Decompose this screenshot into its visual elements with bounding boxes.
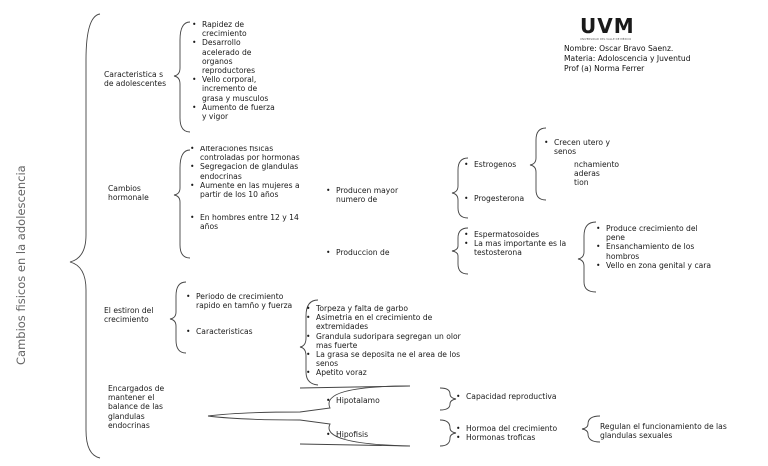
regulan-text: Regulan el funcionamiento de las glandul… (600, 422, 727, 441)
caracteristicas-list: Rapidez de crecimiento Desarrollo aceler… (192, 20, 280, 121)
list-item: En hombres entre 12 y 14 años (190, 213, 310, 231)
list-item: Desarrollo acelerado de organos reproduc… (192, 38, 280, 75)
encargados-label: Encargados de mantener el balance de las… (108, 384, 165, 430)
list-item: Hormoa del crecimiento (456, 424, 580, 433)
list-item: Capacidad reproductiva (456, 392, 576, 401)
list-item: Alteraciones fisicas controladas por hor… (190, 146, 310, 162)
main-title: Cambios fisicos en la adolescencia (14, 165, 28, 365)
capacidad-list: Capacidad reproductiva (456, 392, 576, 401)
list-item: Progesterona (464, 194, 544, 203)
list-item: La mas importante es la testosterona (464, 239, 576, 257)
estiron-list: Periodo de crecimiento rapido en tamño y… (186, 292, 302, 337)
hipofisis-list: Hipofisis (326, 430, 406, 439)
list-item: Producen mayor numero de (326, 186, 426, 204)
ensanchamiento-partial: nchamiento aderas tion (574, 160, 620, 188)
list-item: Segregacion de glandulas endocrinas (190, 162, 310, 180)
list-item: Vello en zona genital y cara (596, 261, 712, 270)
list-item: Produce crecimiento del pene (596, 224, 712, 242)
list-item: Periodo de crecimiento rapido en tamño y… (186, 292, 302, 310)
list-item: Rapidez de crecimiento (192, 20, 280, 38)
logo-tagline: UNIVERSIDAD DEL VALLE DE MÉXICO (580, 38, 632, 41)
list-item: Caracteristicas (186, 327, 302, 336)
list-item: Apetito voraz (306, 368, 474, 377)
list-item: Grandula sudoripara segregan un olor mas… (306, 332, 474, 350)
uvm-logo: UVM UNIVERSIDAD DEL VALLE DE MÉXICO (580, 14, 635, 41)
espermatozoides-list: Espermatosoides La mas importante es la … (464, 230, 576, 258)
estiron-characteristics: Torpeza y falta de garbo Asimetria en el… (306, 304, 474, 378)
hormonas-list: Hormoa del crecimiento Hormonas troficas (456, 424, 580, 443)
list-item: Ensanchamiento de los hombros (596, 242, 712, 260)
author-info: Nombre: Oscar Bravo Saenz. Materia: Adol… (564, 44, 764, 74)
produccion-list: Produccion de (326, 248, 426, 257)
list-item: Vello corporal, incremento de grasa y mu… (192, 75, 280, 103)
info-subject: Materia: Adoloscencia y Juventud (564, 54, 691, 63)
list-item: Asimetria en el crecimiento de extremida… (306, 313, 474, 331)
caracteristicas-label: Caracteristica s de adolescentes (104, 70, 167, 89)
cambios-label: Cambios hormonale (108, 184, 149, 203)
list-item: Hormonas troficas (456, 433, 580, 442)
list-item: Estrogenos (464, 160, 544, 169)
list-item: Aumente en las mujeres a partir de los 1… (190, 181, 310, 199)
list-item: Aumento de fuerza y vigor (192, 103, 280, 121)
male-effects-list: Produce crecimiento del pene Ensanchamie… (596, 224, 712, 270)
list-item: Torpeza y falta de garbo (306, 304, 474, 313)
list-item: La grasa se deposita ne el area de los s… (306, 350, 474, 368)
crecen-wrap: Crecen utero y senos (544, 138, 622, 158)
info-name: Nombre: Oscar Bravo Saenz. (564, 44, 674, 53)
hipotalamo-list: Hipotalamo (326, 396, 406, 405)
list-item: Hipofisis (326, 430, 406, 439)
progesterona-list: Progesterona (464, 194, 544, 203)
info-professor: Prof (a) Norma Ferrer (564, 64, 645, 73)
estrogenos-list: Estrogenos (464, 160, 544, 169)
cambios-list: Alteraciones fisicas controladas por hor… (190, 146, 310, 232)
list-item: Espermatosoides (464, 230, 576, 239)
list-item: Crecen utero y senos (544, 138, 622, 156)
logo-brand: UVM (580, 14, 635, 38)
estiron-characteristics-wrap: Torpeza y falta de garbo Asimetria en el… (306, 304, 474, 390)
cambios-list-wrap: Alteraciones fisicas controladas por hor… (190, 146, 310, 264)
estiron-label: El estiron del crecimiento (104, 306, 154, 325)
list-item: Hipotalamo (326, 396, 406, 405)
producen-list: Producen mayor numero de (326, 186, 426, 204)
list-item: Produccion de (326, 248, 426, 257)
crecen-list: Crecen utero y senos (544, 138, 622, 156)
